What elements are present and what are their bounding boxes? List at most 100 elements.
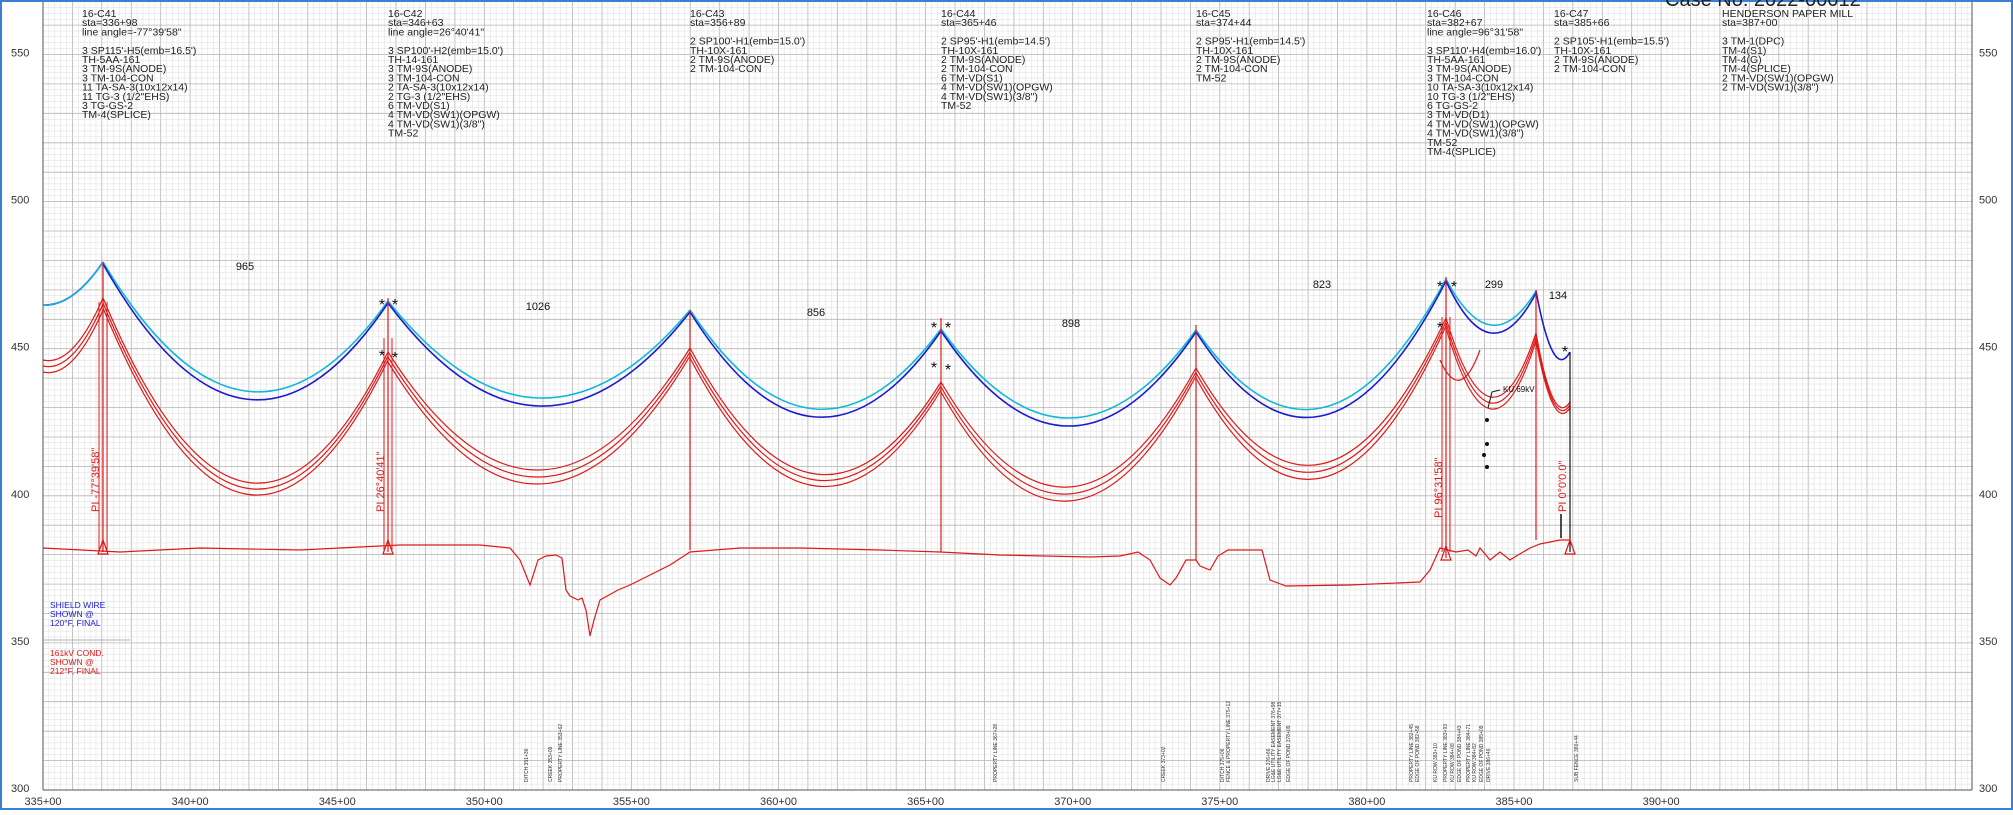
point-marker [1485,465,1489,469]
pole-item: 2 TM-104-CON [690,63,762,75]
pole-item: TH-14-161 [388,54,438,66]
conductor-wire [387,351,691,478]
pole-item: TH-10X-161 [690,45,747,57]
station-label: 355+00 [613,796,650,808]
ground-annotation: LG&E UTILITY EASEMENT 377+15 [1277,702,1283,782]
point-marker [1482,453,1486,457]
pole-item: 2 TM-9S(ANODE) [941,54,1025,66]
elevation-label-left: 300 [11,783,29,795]
pole-item: TH-5AA-161 [1427,54,1486,66]
pole-item: TH-5AA-161 [82,54,141,66]
shield-wire-blue [1445,280,1537,334]
span-length: 134 [1549,290,1567,302]
ground-annotation: CREEK 373+02 [1161,746,1167,782]
ground-annotation: LG&E UTILITY EASEMENT 376+98 [1271,702,1277,782]
conductor-wire [1195,325,1447,480]
conductor-wire [387,355,691,485]
ku-leader [1487,389,1501,409]
shield-wire-cyan [387,300,691,399]
shield-wire-blue [1195,280,1447,419]
elevation-label-left: 500 [11,195,29,207]
point-marker [1485,442,1489,446]
clearance-marker: * [1562,344,1568,361]
ground-annotation: PROPERTY LINE 353+62 [558,724,564,782]
ground-annotation: EDGE OF POND 384+43 [1457,725,1463,782]
pi-marker [97,538,109,555]
pi-label: PI -77°39'58" [90,448,102,512]
conductor-wire [1445,322,1537,404]
pole-header-line: 16-C42 [388,8,423,20]
pole-item: TH-10X-161 [1196,45,1253,57]
pole-item: 2 TG-3 (1/2"EHS) [388,91,470,103]
conductor-wire [1535,332,1571,409]
ku-label: KU 69kV [1503,385,1535,394]
ground-annotation: DITCH 375+06 [1220,748,1226,782]
pole-item: 2 TM-9S(ANODE) [690,54,774,66]
shield-wire-blue [42,261,104,306]
shield-wire-cyan [1445,278,1537,327]
pole-item: 3 TM-104-CON [82,72,154,84]
pole-item: 3 SP110'-H4(emb=16.0') [1427,45,1541,57]
conductor-wire [1195,321,1447,473]
pole-header-line: line angle=26°40'41" [388,26,484,38]
span-length: 898 [1062,318,1080,330]
pole-item: TM-4(S1) [1722,45,1766,57]
ground-annotation: DITCH 351+36 [524,748,530,782]
conductor-wire [102,307,389,496]
shield-wire-cyan [1195,278,1447,411]
ground-annotation: EDGE OF POND 378+09 [1286,725,1292,782]
clearance-marker: * [379,297,385,314]
pole-header-line: sta=356+89 [690,17,746,29]
pole-header-line: 16-C41 [82,8,117,20]
ground-annotation: SUB FENCE 386+44 [1574,735,1580,782]
station-label: 360+00 [760,796,797,808]
shield-wire-blue [387,302,691,407]
elevation-label-left: 350 [11,636,29,648]
pole-header-line: sta=374+44 [1196,17,1252,29]
pole-item: TH-10X-161 [1554,45,1611,57]
pole-item: 4 TM-VD(SW1)(OPGW) [1427,118,1539,130]
ground-annotation: DRIVE 376+66 [1266,748,1272,782]
station-label: 340+00 [172,796,209,808]
station-label: 385+00 [1495,796,1532,808]
elevation-label-left: 450 [11,342,29,354]
shield-wire-cyan [102,261,389,393]
legend-shield-line: 120°F, FINAL [50,618,101,628]
pole-item: TM-4(SPLICE) [1427,146,1496,158]
pi-marker [1564,538,1576,555]
conductor-wire [940,367,1197,488]
ground-annotation: KU ROW 384+08 [1450,743,1456,782]
elevation-label-right: 500 [1979,195,1997,207]
legend-cond-line: 161kV COND. [50,648,104,658]
pi-label: PI 0°0'0.0" [1557,461,1569,512]
pole-header-line: sta=346+63 [388,17,444,29]
structures: PI -77°39'58"PI 26°40'41"PI 96°31'58"PI … [90,262,1576,561]
elevation-label-right: 550 [1979,48,1997,60]
clearance-marker: * [945,320,951,337]
conductor-wire [940,375,1197,502]
pole-header-line: 16-C45 [1196,8,1231,20]
pole-header-line: sta=365+46 [941,17,997,29]
conductor-wire [1195,317,1447,466]
legend-shield-line: SHIELD WIRE [50,600,106,610]
pole-header-line: sta=387+00 [1722,17,1778,29]
shield-wire-blue [689,311,942,418]
clearance-marker: * [931,320,937,337]
pole-item: 3 TM-9S(ANODE) [388,63,472,75]
elevation-label-right: 300 [1979,783,1997,795]
pole-item: 4 TM-VD(SW1)(OPGW) [388,109,500,121]
clearance-marker: * [392,350,398,367]
pole-header-line: line angle=96°31'58" [1427,26,1523,38]
clearance-marker: * [1437,279,1443,296]
pole-item: 2 TM-104-CON [1196,63,1268,75]
